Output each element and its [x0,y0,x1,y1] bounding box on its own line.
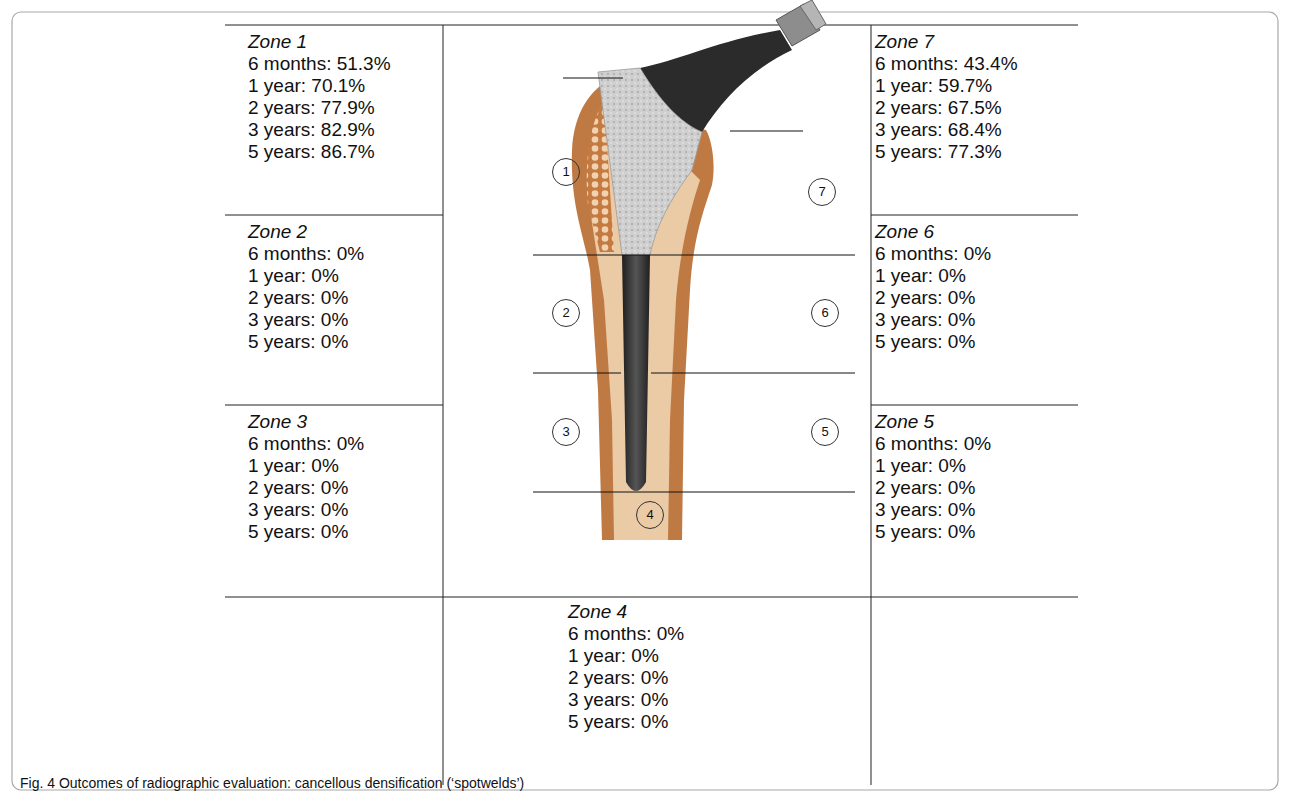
zone-heading: Zone 5 [875,411,1078,433]
result-line: 6 months: 0% [875,243,1078,265]
zone-cell: Zone 76 months: 43.4%1 year: 59.7%2 year… [871,25,1078,215]
zone-boundaries [533,78,855,492]
result-line: 1 year: 0% [248,265,443,287]
result-line: 3 years: 0% [568,689,871,711]
callout-number: 2 [562,302,569,324]
result-line: 6 months: 0% [568,623,871,645]
callout-number: 7 [818,181,825,203]
result-line: 5 years: 77.3% [875,141,1078,163]
zone-number-circle: 6 [811,299,839,327]
result-line: 2 years: 67.5% [875,97,1078,119]
callout-number: 6 [821,302,828,324]
figure-caption: Fig. 4 Outcomes of radiographic evaluati… [20,774,524,792]
zone-cell: Zone 46 months: 0%1 year: 0%2 years: 0%3… [443,597,871,785]
result-line: 2 years: 0% [248,287,443,309]
result-line: 6 months: 51.3% [248,53,443,75]
zone-cell: Zone 56 months: 0%1 year: 0%2 years: 0%3… [871,405,1078,595]
zone-number-circle: 5 [811,418,839,446]
result-line: 2 years: 0% [875,477,1078,499]
zone-heading: Zone 6 [875,221,1078,243]
zone-cell: Zone 66 months: 0%1 year: 0%2 years: 0%3… [871,215,1078,405]
zone-number-circle: 1 [552,158,580,186]
zone-heading: Zone 1 [248,31,443,53]
result-line: 5 years: 0% [248,521,443,543]
zone-number-circle: 2 [552,299,580,327]
result-line: 3 years: 0% [875,499,1078,521]
result-line: 1 year: 0% [875,455,1078,477]
result-line: 2 years: 0% [875,287,1078,309]
result-line: 5 years: 0% [875,521,1078,543]
result-line: 3 years: 0% [248,499,443,521]
callout-number: 1 [562,161,569,183]
result-line: 1 year: 0% [568,645,871,667]
result-line: 1 year: 0% [875,265,1078,287]
zone-heading: Zone 2 [248,221,443,243]
result-line: 6 months: 0% [248,243,443,265]
result-line: 3 years: 82.9% [248,119,443,141]
result-line: 6 months: 0% [248,433,443,455]
result-line: 1 year: 0% [248,455,443,477]
result-line: 3 years: 68.4% [875,119,1078,141]
result-line: 2 years: 0% [568,667,871,689]
result-line: 1 year: 59.7% [875,75,1078,97]
result-line: 3 years: 0% [248,309,443,331]
zone-cell: Zone 16 months: 51.3%1 year: 70.1%2 year… [225,25,443,215]
hip-stem [598,0,826,491]
zone-heading: Zone 7 [875,31,1078,53]
result-line: 2 years: 0% [248,477,443,499]
zone-number-circle: 3 [552,418,580,446]
result-line: 5 years: 86.7% [248,141,443,163]
callout-number: 4 [646,504,653,526]
callout-number: 5 [821,421,828,443]
figure-frame [12,12,1278,790]
result-line: 3 years: 0% [875,309,1078,331]
result-line: 1 year: 70.1% [248,75,443,97]
zone-heading: Zone 3 [248,411,443,433]
result-line: 5 years: 0% [875,331,1078,353]
result-line: 6 months: 43.4% [875,53,1078,75]
zone-cell: Zone 36 months: 0%1 year: 0%2 years: 0%3… [225,405,443,595]
table-lines [225,25,1078,785]
zone-cell: Zone 26 months: 0%1 year: 0%2 years: 0%3… [225,215,443,405]
zone-heading: Zone 4 [568,601,871,623]
zone-number-circle: 7 [808,178,836,206]
callout-number: 3 [562,421,569,443]
result-line: 6 months: 0% [875,433,1078,455]
result-line: 2 years: 77.9% [248,97,443,119]
zone-number-circle: 4 [636,501,664,529]
result-line: 5 years: 0% [568,711,871,733]
result-line: 5 years: 0% [248,331,443,353]
